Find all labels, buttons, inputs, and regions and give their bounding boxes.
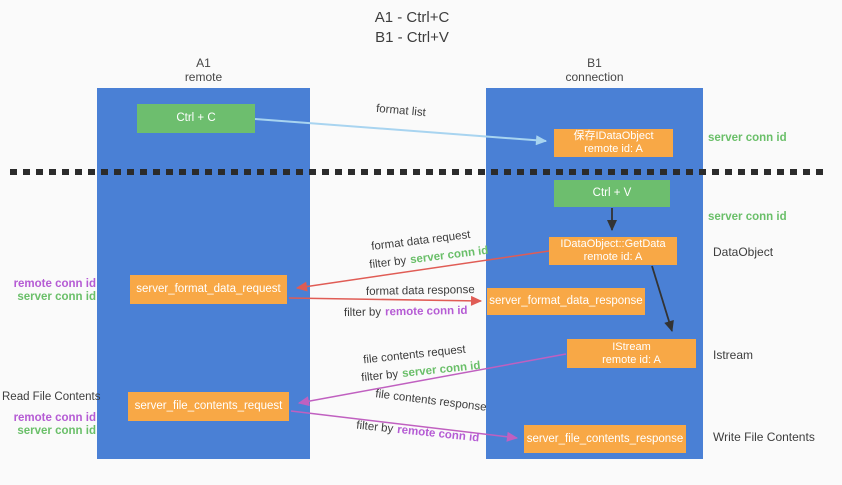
filter-by-text: filter by	[343, 306, 382, 320]
server-conn-id-annotation-left-bottom: server conn id	[17, 425, 96, 437]
istream-box: IStream remote id: A	[567, 339, 696, 368]
server-conn-id-annotation-left-top: server conn id	[17, 291, 96, 303]
format-list-label: format list	[375, 102, 427, 120]
server-file-contents-response-box: server_file_contents_response	[524, 425, 686, 453]
getdata-line2: remote id: A	[583, 251, 643, 263]
lane-a1-name: A1	[196, 56, 211, 70]
server-format-data-response-box: server_format_data_response	[487, 288, 645, 315]
file-contents-response-label: file contents response	[374, 388, 488, 414]
filter-by-text: filter by	[355, 419, 394, 436]
server-format-data-request-label: server_format_data_request	[136, 283, 281, 295]
server-file-contents-request-box: server_file_contents_request	[128, 392, 289, 421]
lane-header-b1: B1 connection	[486, 56, 703, 84]
write-file-contents-annotation: Write File Contents	[713, 430, 815, 444]
remote-conn-id-annotation-left-bottom: remote conn id	[13, 412, 96, 424]
ctrl-v-label: Ctrl + V	[592, 187, 632, 199]
server-file-contents-request-label: server_file_contents_request	[134, 400, 283, 412]
getdata-box: IDataObject::GetData remote id: A	[549, 237, 677, 265]
ctrl-c-label: Ctrl + C	[176, 112, 216, 124]
server-format-data-request-box: server_format_data_request	[130, 275, 287, 304]
lane-b1-name: B1	[587, 56, 602, 70]
format-data-response-label: format data response	[365, 284, 475, 298]
save-dataobject-line1: 保存IDataObject	[573, 130, 654, 142]
server-conn-id-text: server conn id	[401, 359, 482, 380]
diagram-title: A1 - Ctrl+C B1 - Ctrl+V	[297, 8, 527, 48]
filter-by-text: filter by	[368, 254, 407, 272]
istream-line2: remote id: A	[602, 353, 661, 366]
session-divider-dotted-line	[10, 169, 824, 175]
remote-conn-id-text: remote conn id	[396, 423, 480, 445]
format-data-response-arrow	[288, 295, 483, 306]
remote-conn-id-annotation-left-top: remote conn id	[13, 278, 96, 290]
title-line-2: B1 - Ctrl+V	[375, 29, 449, 46]
server-file-contents-response-label: server_file_contents_response	[526, 432, 684, 445]
title-line-1: A1 - Ctrl+C	[374, 9, 450, 26]
lane-b1-type: connection	[565, 70, 624, 84]
istream-annotation: Istream	[713, 348, 754, 362]
read-file-contents-annotation: Read File Contents	[2, 391, 101, 403]
istream-line1: IStream	[612, 340, 651, 353]
server-format-data-response-label: server_format_data_response	[489, 295, 643, 307]
dataobject-annotation: DataObject	[713, 245, 774, 259]
remote-conn-id-text: remote conn id	[384, 304, 468, 319]
filter-by-text: filter by	[360, 368, 399, 385]
ctrl-c-box: Ctrl + C	[137, 104, 255, 133]
lane-a1-type: remote	[184, 70, 223, 84]
server-conn-id-annotation-top: server conn id	[708, 132, 787, 144]
save-dataobject-line2: remote id: A	[584, 143, 643, 155]
lane-header-a1: A1 remote	[97, 56, 310, 84]
getdata-line1: IDataObject::GetData	[560, 238, 666, 250]
server-conn-id-annotation-mid: server conn id	[708, 211, 787, 223]
server-conn-id-text: server conn id	[409, 244, 489, 267]
ctrl-v-box: Ctrl + V	[554, 180, 670, 207]
save-dataobject-box: 保存IDataObject remote id: A	[554, 129, 673, 157]
